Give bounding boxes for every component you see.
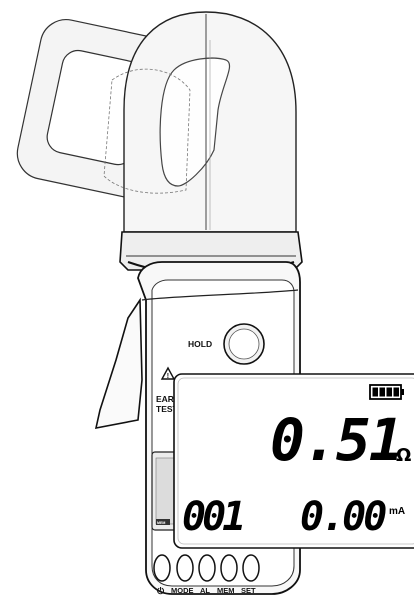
- battery-cell: [372, 387, 378, 397]
- sub-unit: mA: [389, 506, 405, 517]
- button-row: ⏻ MODE AL MEM SET: [153, 554, 260, 597]
- warning-triangle-icon: [160, 366, 176, 380]
- main-unit: Ω: [396, 445, 411, 466]
- mode-label: MODE: [171, 586, 194, 595]
- hold-label: HOLD: [188, 339, 212, 349]
- mem-button[interactable]: MEM: [217, 554, 238, 595]
- set-label: SET: [241, 586, 256, 595]
- main-reading: 0.51: [270, 406, 402, 474]
- battery-cell: [379, 387, 385, 397]
- warning-area: ! EAR TEST: [156, 366, 179, 414]
- set-button[interactable]: SET: [241, 554, 260, 595]
- mode-button[interactable]: MODE: [171, 554, 194, 595]
- mem-indicator: MEM: [157, 521, 165, 525]
- record-number: 001: [182, 494, 242, 540]
- mem-label: MEM: [217, 586, 235, 595]
- power-icon: ⏻: [157, 586, 165, 597]
- sub-reading: 0.00: [300, 494, 386, 540]
- battery-icon: [369, 384, 404, 400]
- hold-control: HOLD: [188, 323, 265, 365]
- battery-cell: [393, 387, 399, 397]
- al-button[interactable]: AL: [198, 554, 216, 595]
- lcd-panel: 0.51 Ω 001 0.00 mA: [173, 373, 414, 549]
- jaw-opening: [159, 57, 231, 187]
- jaw-trigger[interactable]: [94, 297, 143, 430]
- al-label: AL: [200, 586, 210, 595]
- svg-text:!: !: [167, 373, 169, 380]
- power-button[interactable]: ⏻: [153, 554, 171, 597]
- warning-text-line1: EAR: [156, 394, 174, 404]
- battery-cell: [386, 387, 392, 397]
- body-lcd-window: MEM: [151, 451, 179, 531]
- warning-text-line2: TEST: [156, 404, 179, 414]
- clamp-jaws: [16, 11, 297, 233]
